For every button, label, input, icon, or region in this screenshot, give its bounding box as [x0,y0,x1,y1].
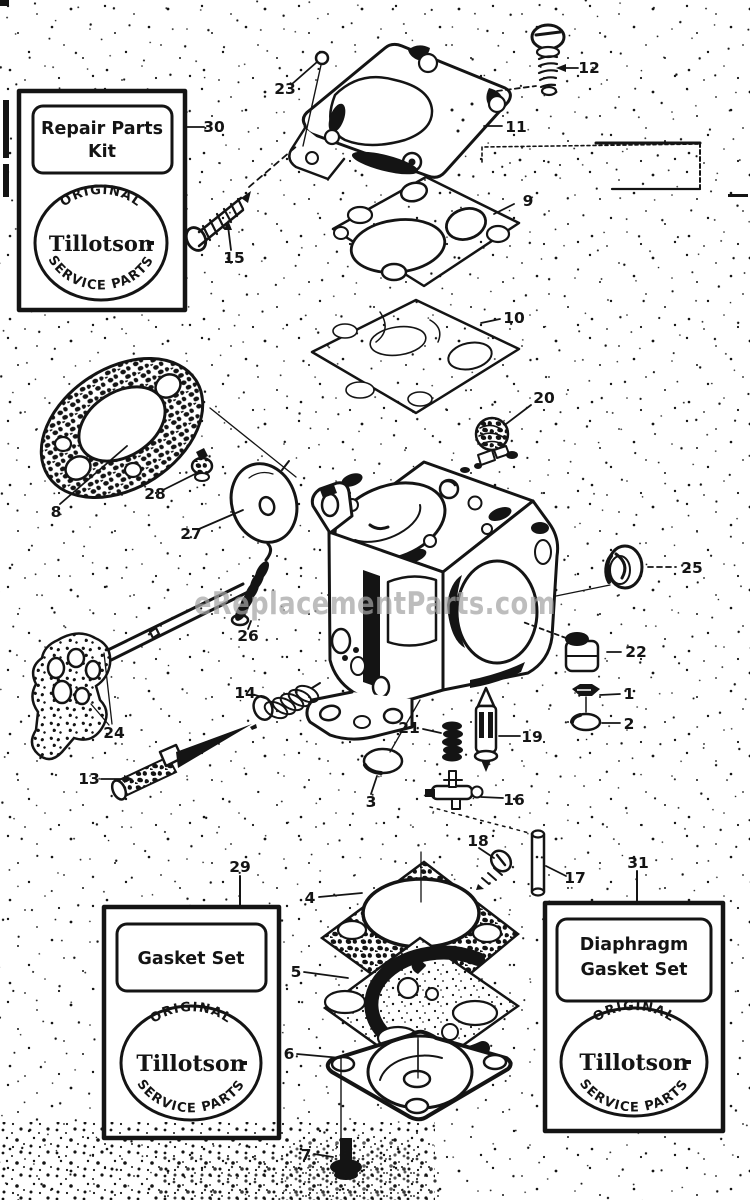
scan-artifacts [0,0,561,1200]
part-callout-13: 13 [78,770,100,788]
part-18-screw [476,849,513,890]
part-callout-3: 3 [366,793,377,811]
part-15-adjust-screw [184,191,251,252]
part-callout-4: 4 [305,889,316,907]
logo-brand-name: Tillotson [579,1050,688,1076]
part-callout-18: 18 [467,832,489,850]
part-callout-11: 11 [505,118,527,136]
part-callout-22: 22 [625,643,647,661]
part-21-spring [442,721,463,762]
part-27-disc [229,460,299,544]
part-callout-31: 31 [627,854,649,872]
part-2-cup [570,712,602,732]
repair-kit-title-line1: Repair Parts [41,119,163,139]
part-callout-10: 10 [503,309,525,327]
part-17-pin [530,829,546,897]
repair-kit-title-line2: Kit [88,142,116,162]
part-callout-14: 14 [234,684,256,702]
part-callout-19: 19 [521,728,543,746]
part-callout-2: 2 [624,715,635,733]
carburetor-body [305,445,560,741]
part-9-gasket [331,175,521,288]
part-25-grommet [604,544,644,590]
part-callout-12: 12 [578,59,600,77]
part-callout-21: 21 [398,719,420,737]
logo-brand-name: Tillotson [49,231,153,256]
part-10-diaphragm [310,298,521,415]
part-callout-23: 23 [274,80,296,98]
part-callout-27: 27 [180,525,202,543]
callout-labels: 1 2 3 4 5 6 7 8 9 10 11 12 13 14 15 16 1… [51,59,703,1164]
part-1-washer [572,684,600,713]
part-24-throttle-shaft [30,582,250,761]
part-22-plug [564,632,600,673]
part-callout-15: 15 [223,249,245,267]
part-callout-17: 17 [564,869,586,887]
part-callout-5: 5 [291,963,302,981]
part-callout-30: 30 [203,118,225,136]
part-callout-24: 24 [103,724,125,742]
part-28-check-valve [190,448,214,482]
part-13-idle-needle [110,724,257,801]
part-16-metering-lever [425,770,484,810]
watermark-text: eReplacementParts.com [194,586,556,622]
part-3-welch-plug [362,747,404,775]
part-19-inlet-needle [473,686,499,772]
part-callout-8: 8 [51,503,62,521]
repair-parts-kit-box: Repair Parts Kit ORIGINAL Tillotson SERV… [16,88,188,313]
part-callout-6: 6 [284,1045,295,1063]
diaphragm-gasket-set-box: Diaphragm Gasket Set ORIGINAL Tillotson … [542,900,726,1134]
diaphragm-set-title-line1: Diaphragm [580,935,689,955]
diaphragm-set-title-line2: Gasket Set [581,960,688,980]
faded-box-outline [481,141,748,197]
part-callout-28: 28 [144,485,166,503]
part-26-spring [230,542,273,627]
gasket-set-title: Gasket Set [138,949,245,969]
part-callout-9: 9 [523,192,534,210]
part-callout-25: 25 [681,559,703,577]
part-12-screw [530,23,566,97]
part-callout-1: 1 [624,685,635,703]
part-callout-26: 26 [237,627,259,645]
logo-brand-name: Tillotson [136,1051,245,1077]
part-23-pin [302,50,330,147]
part-8-flange-gasket [39,357,205,499]
part-14-spring [252,682,321,721]
part-callout-29: 29 [229,858,251,876]
part-callout-16: 16 [503,791,525,809]
part-6-cover-plate [325,1029,513,1122]
leader-lines [59,61,677,1158]
part-callout-20: 20 [533,389,555,407]
part-20-inlet-screen [474,416,510,452]
gasket-set-box: Gasket Set ORIGINAL Tillotson SERVICE PA… [101,904,282,1141]
